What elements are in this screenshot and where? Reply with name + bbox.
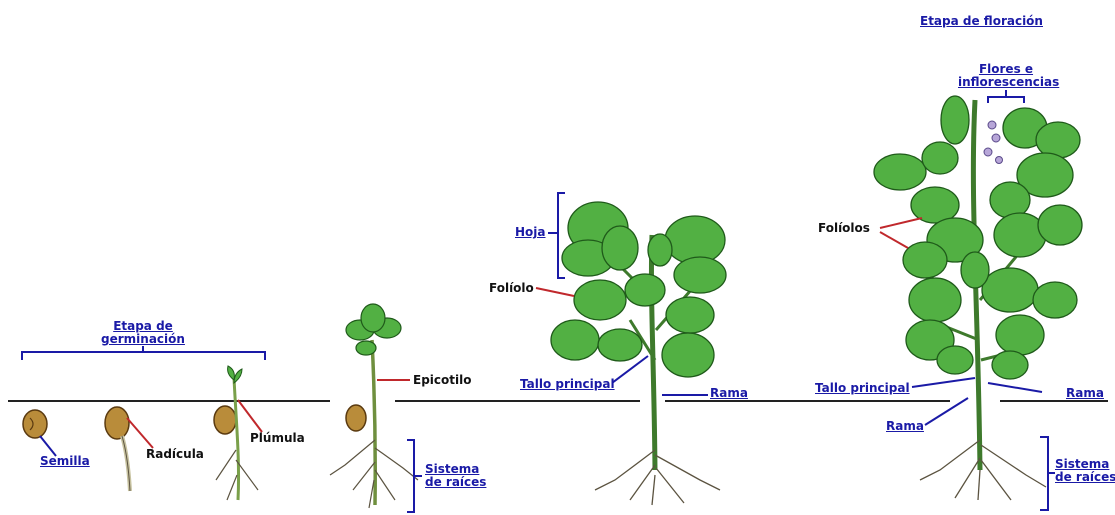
- label-sistema-raices-2: Sistema de raíces: [1055, 458, 1115, 484]
- bracket-raices-1: [407, 440, 422, 512]
- bracket-hoja: [548, 193, 565, 278]
- plant-vegetative: [551, 202, 726, 505]
- label-tallo-principal-1: Tallo principal: [520, 378, 615, 391]
- label-sistema-raices-1-line2: de raíces: [425, 476, 486, 489]
- label-sistema-raices-2-line2: de raíces: [1055, 471, 1115, 484]
- label-flores-line2: inflorescencias: [958, 76, 1054, 89]
- label-semilla: Semilla: [40, 455, 90, 468]
- plant-epicotilo: [330, 304, 418, 508]
- label-radicula: Radícula: [146, 448, 204, 461]
- label-flores-inflorescencias: Flores e inflorescencias: [958, 63, 1054, 89]
- label-etapa-floracion: Etapa de floración: [920, 15, 1043, 28]
- seedling-radicula: [105, 407, 130, 491]
- label-etapa-germinacion: Etapa de germinación: [95, 320, 191, 346]
- label-plumula: Plúmula: [250, 432, 305, 445]
- label-epicotilo: Epicotilo: [413, 374, 471, 387]
- label-foliolos: Folíolos: [818, 222, 870, 235]
- bracket-germinacion: [22, 346, 265, 360]
- bracket-flores: [988, 90, 1024, 103]
- label-foliolo: Folíolo: [489, 282, 534, 295]
- label-tallo-principal-2: Tallo principal: [815, 382, 910, 395]
- bracket-raices-2: [1040, 437, 1055, 510]
- label-rama-2: Rama: [1066, 387, 1104, 400]
- label-rama-3: Rama: [886, 420, 924, 433]
- label-etapa-germinacion-line2: germinación: [95, 333, 191, 346]
- label-rama-1: Rama: [710, 387, 748, 400]
- label-hoja: Hoja: [515, 226, 546, 239]
- label-sistema-raices-1: Sistema de raíces: [425, 463, 486, 489]
- plant-flowering: [874, 96, 1082, 500]
- seed-semilla: [23, 410, 47, 438]
